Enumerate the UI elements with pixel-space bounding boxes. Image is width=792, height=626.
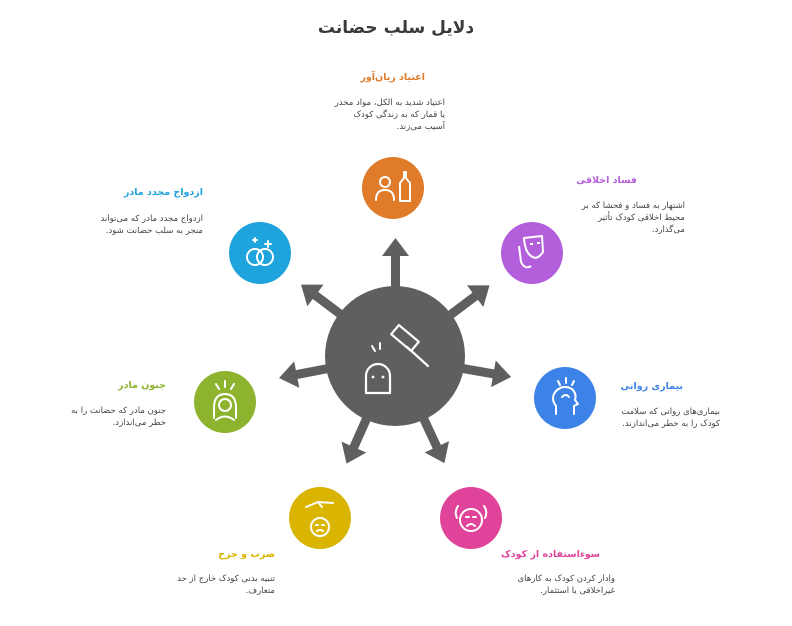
head-brain-icon — [552, 377, 579, 415]
insanity-title: جنون مادر — [118, 380, 166, 391]
item-remarriage — [229, 222, 291, 284]
remarriage-desc-line: منجر به سلب حضانت شود. — [105, 226, 203, 236]
ghost-icon — [364, 362, 392, 395]
violence-desc-line: تنبیه بدنی کودک خارج از حد — [177, 574, 275, 584]
abuse-title: سوءاستفاده از کودک — [501, 549, 600, 560]
hand-face-icon — [305, 501, 334, 537]
hub-circle — [325, 286, 465, 426]
arrow-addiction — [382, 238, 409, 299]
mental-desc-line: بیماری‌های روانی که سلامت — [621, 407, 720, 417]
gavel-icon — [390, 323, 430, 368]
remarriage-desc: ازدواج مجدد مادر که می‌تواند منجر به سلب… — [68, 213, 203, 237]
item-moral — [501, 222, 563, 284]
insanity-desc: جنون مادر که حضانت را به خطر می‌اندازد. — [40, 405, 166, 429]
rings-icon — [246, 237, 274, 266]
moral-title: فساد اخلاقی — [576, 175, 637, 186]
diagram-title: دلایل سلب حضانت — [317, 18, 475, 38]
abuse-desc-line: غیراخلاقی یا استثمار. — [540, 586, 615, 596]
mental-desc-line: کودک را به خطر می‌اندازند. — [622, 419, 720, 429]
crying-child-icon — [454, 505, 488, 532]
violence-desc-line: متعارف. — [245, 586, 275, 596]
stressed-woman-icon — [213, 380, 237, 421]
addiction-desc-line: اعتیاد شدید به الکل، مواد مخدر — [334, 98, 445, 108]
addiction-desc-line: آسیب می‌زند. — [396, 122, 445, 132]
mental-desc: بیماری‌های روانی که سلامت کودک را به خطر… — [590, 406, 720, 430]
item-mental — [534, 367, 596, 429]
insanity-desc-line: جنون مادر که حضانت را به — [71, 406, 166, 416]
addiction-title: اعتیاد زیان‌آور — [360, 72, 425, 83]
item-abuse — [440, 487, 502, 549]
masks-icon — [518, 235, 544, 269]
moral-desc-line: اشتهار به فساد و فحشا که بر — [581, 201, 685, 211]
addiction-desc: اعتیاد شدید به الکل، مواد مخدر یا قمار ک… — [295, 97, 445, 133]
sparkle-icon — [371, 342, 381, 352]
remarriage-desc-line: ازدواج مجدد مادر که می‌تواند — [100, 214, 203, 224]
abuse-desc: وادار کردن کودک به کارهای غیراخلاقی یا ا… — [490, 573, 615, 597]
violence-desc: تنبیه بدنی کودک خارج از حد متعارف. — [150, 573, 275, 597]
violence-title: ضرب و جرح — [218, 549, 275, 560]
moral-desc: اشتهار به فساد و فحشا که بر محیط اخلاقی … — [555, 200, 685, 236]
item-addiction — [362, 157, 424, 219]
addiction-desc-line: یا قمار که به زندگی کودک — [353, 110, 445, 120]
moral-desc-line: می‌گذارد. — [651, 225, 685, 235]
insanity-desc-line: خطر می‌اندازد. — [112, 418, 166, 428]
remarriage-title: ازدواج مجدد مادر — [123, 187, 203, 198]
mental-title: بیماری روانی — [620, 381, 683, 392]
item-violence — [289, 487, 351, 549]
person-bottle-icon — [375, 171, 411, 202]
abuse-desc-line: وادار کردن کودک به کارهای — [517, 574, 615, 584]
item-insanity — [194, 371, 256, 433]
moral-desc-line: محیط اخلاقی کودک تأثیر — [597, 213, 685, 223]
